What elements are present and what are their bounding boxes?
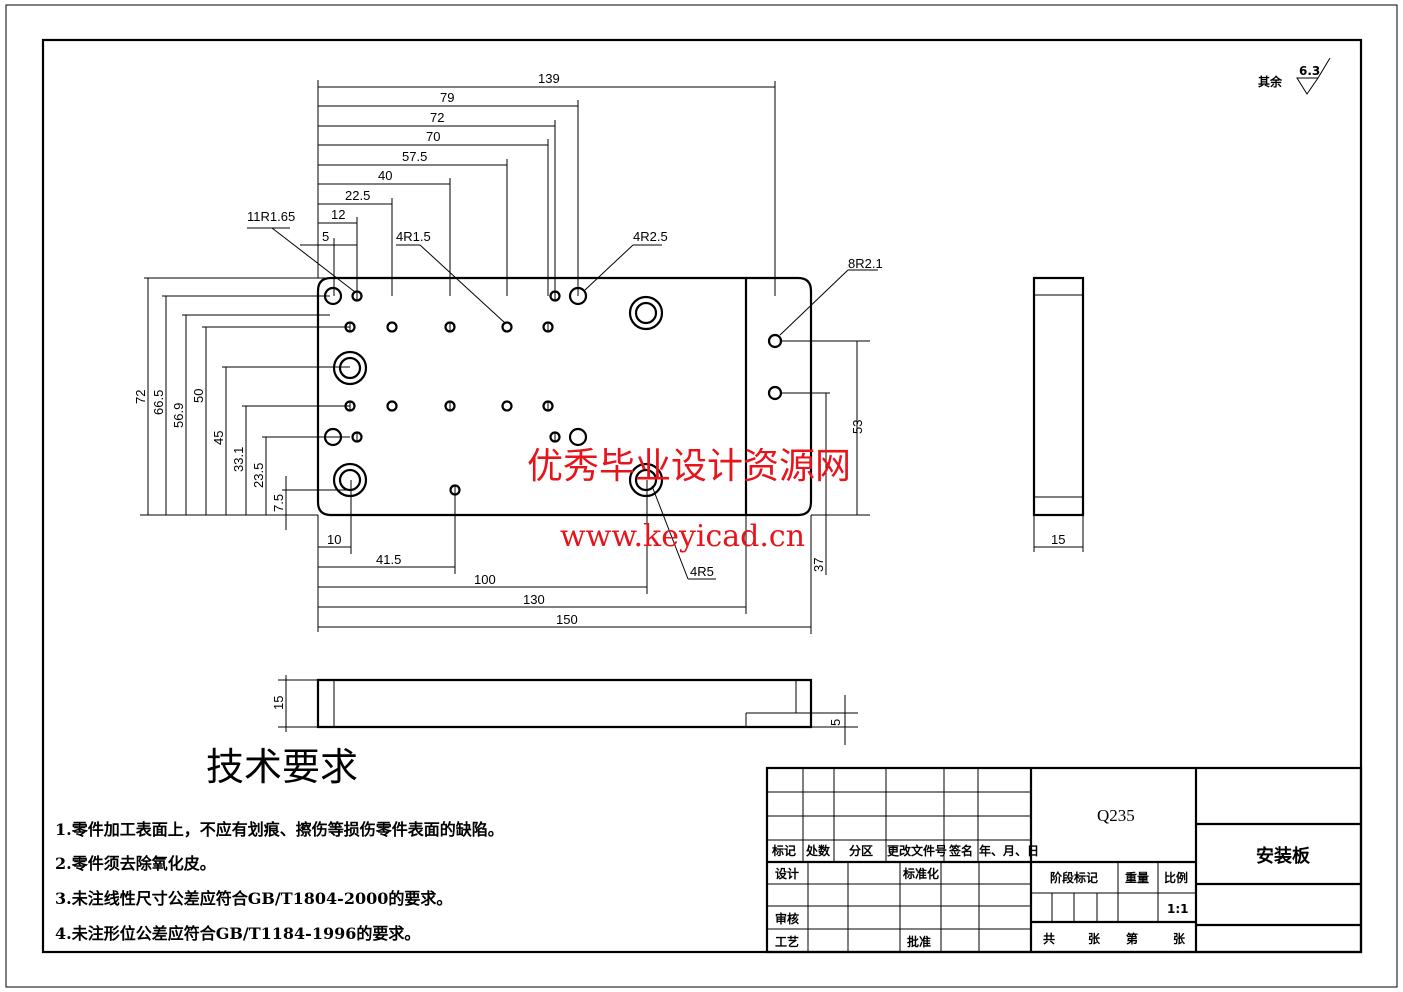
front-view	[316, 276, 813, 517]
tb-header-mark: 标记	[771, 843, 796, 858]
dim-70: 70	[426, 129, 440, 144]
roughness-triangle-icon	[1296, 57, 1331, 95]
dim-7-5: 7.5	[271, 494, 286, 512]
dim-40: 40	[378, 168, 392, 183]
tb-part-name: 安装板	[1256, 845, 1311, 867]
callout-11r1-65: 11R1.65	[247, 209, 295, 224]
dim-130: 130	[523, 592, 545, 607]
dim-22-5: 22.5	[345, 188, 370, 203]
side-view: 15	[1032, 276, 1085, 547]
dim-100: 100	[474, 572, 496, 587]
tb-scale-label: 比例	[1164, 870, 1188, 885]
dimension-line	[584, 244, 634, 291]
callout-4r5: 4R5	[690, 564, 714, 579]
inner-border	[41, 38, 1363, 954]
dim-33-1: 33.1	[231, 447, 246, 472]
surface-roughness-symbol: 其余 6.3	[1258, 57, 1331, 95]
tb-design: 设计	[775, 866, 799, 881]
counterbore-hole-icon	[332, 462, 368, 498]
dim-41-5: 41.5	[376, 552, 401, 567]
threaded-hole-icon	[351, 431, 363, 443]
callout-4r2-5: 4R2.5	[633, 229, 668, 244]
technical-requirements: 技术要求 1.零件加工表面上，不应有划痕、擦伤等损伤零件表面的缺陷。 2.零件须…	[55, 745, 504, 943]
tb-standardize: 标准化	[902, 866, 939, 881]
tb-total: 共	[1043, 931, 1055, 946]
dim-53: 53	[850, 420, 865, 434]
tb-review: 审核	[775, 911, 799, 926]
dim-56-9: 56.9	[171, 403, 186, 428]
dimension-line	[651, 485, 689, 580]
threaded-hole-icon	[549, 431, 561, 443]
dim-50: 50	[191, 389, 206, 403]
hole-r1-5-icon	[501, 321, 513, 333]
tech-req-item: 2.零件须去除氧化皮。	[55, 854, 216, 873]
dim-10: 10	[327, 532, 341, 547]
tech-req-item: 4.未注形位公差应符合GB/T1184-1996的要求。	[55, 924, 420, 943]
callout-8r2-1: 8R2.1	[848, 256, 883, 271]
dim-5: 5	[322, 229, 329, 244]
threaded-hole-icon	[542, 321, 554, 333]
outer-border	[5, 4, 1398, 988]
dimension-line	[271, 227, 356, 293]
tb-header-count: 处数	[805, 843, 831, 858]
tech-req-item: 3.未注线性尺寸公差应符合GB/T1804-2000的要求。	[55, 889, 452, 908]
tb-material: Q235	[1097, 806, 1135, 825]
dimension-line	[779, 269, 849, 336]
hole-r2-1-icon	[767, 333, 783, 349]
dim-thickness-15: 15	[271, 696, 286, 710]
dimensions	[140, 80, 1084, 745]
counterbore-hole-icon	[628, 462, 664, 498]
callout-4r1-5: 4R1.5	[396, 229, 431, 244]
dim-side-15: 15	[1051, 532, 1065, 547]
plate-outline	[316, 276, 813, 517]
tb-sheet-no: 第	[1126, 931, 1138, 946]
hole-r1-5-icon	[501, 400, 513, 412]
tech-req-title: 技术要求	[206, 745, 358, 789]
counterbore-hole-icon	[628, 295, 664, 331]
tb-scale: 1:1	[1167, 902, 1189, 916]
watermark-url: www.keyicad.cn	[560, 519, 805, 554]
tb-stage-mark: 阶段标记	[1050, 870, 1098, 885]
tb-weight: 重量	[1125, 870, 1149, 885]
dim-23-5: 23.5	[251, 463, 266, 488]
dim-72-height: 72	[133, 390, 148, 404]
tb-process: 工艺	[775, 934, 799, 949]
dimension-line	[419, 244, 506, 324]
dim-57-5: 57.5	[402, 149, 427, 164]
dim-37: 37	[811, 558, 826, 572]
watermark-title: 优秀毕业设计资源网	[527, 446, 851, 487]
tb-header-zone: 分区	[849, 843, 873, 858]
tech-req-item: 1.零件加工表面上，不应有划痕、擦伤等损伤零件表面的缺陷。	[55, 820, 504, 839]
bottom-view: 15 5	[271, 678, 843, 729]
threaded-hole-icon	[542, 400, 554, 412]
hole-r2-1-icon	[767, 385, 783, 401]
dim-72: 72	[430, 110, 444, 125]
tb-header-signature: 签名	[948, 843, 973, 858]
dim-139: 139	[538, 71, 560, 86]
hole-r1-5-icon	[386, 400, 398, 412]
dim-66-5: 66.5	[151, 390, 166, 415]
counterbore-hole-icon	[332, 350, 368, 386]
hole-r2-5-icon	[568, 427, 588, 447]
dim-45: 45	[211, 431, 226, 445]
tb-sheets: 张	[1088, 931, 1101, 946]
tb-approve: 批准	[907, 934, 931, 949]
roughness-value: 6.3	[1299, 64, 1320, 78]
roughness-label: 其余	[1258, 74, 1283, 89]
threaded-hole-icon	[444, 400, 456, 412]
dim-79: 79	[440, 90, 454, 105]
dim-step-5: 5	[828, 719, 843, 726]
hole-r1-5-icon	[386, 321, 398, 333]
threaded-hole-icon	[444, 321, 456, 333]
tb-sheets: 张	[1173, 931, 1186, 946]
tb-header-change-doc: 更改文件号	[887, 843, 947, 858]
dim-150: 150	[556, 612, 578, 627]
dim-12: 12	[331, 207, 345, 222]
title-block: 标记 处数 分区 更改文件号 签名 年、月、日 设计 标准化 审核 工艺 批准 …	[765, 766, 1363, 954]
tb-header-date: 年、月、日	[979, 843, 1039, 858]
